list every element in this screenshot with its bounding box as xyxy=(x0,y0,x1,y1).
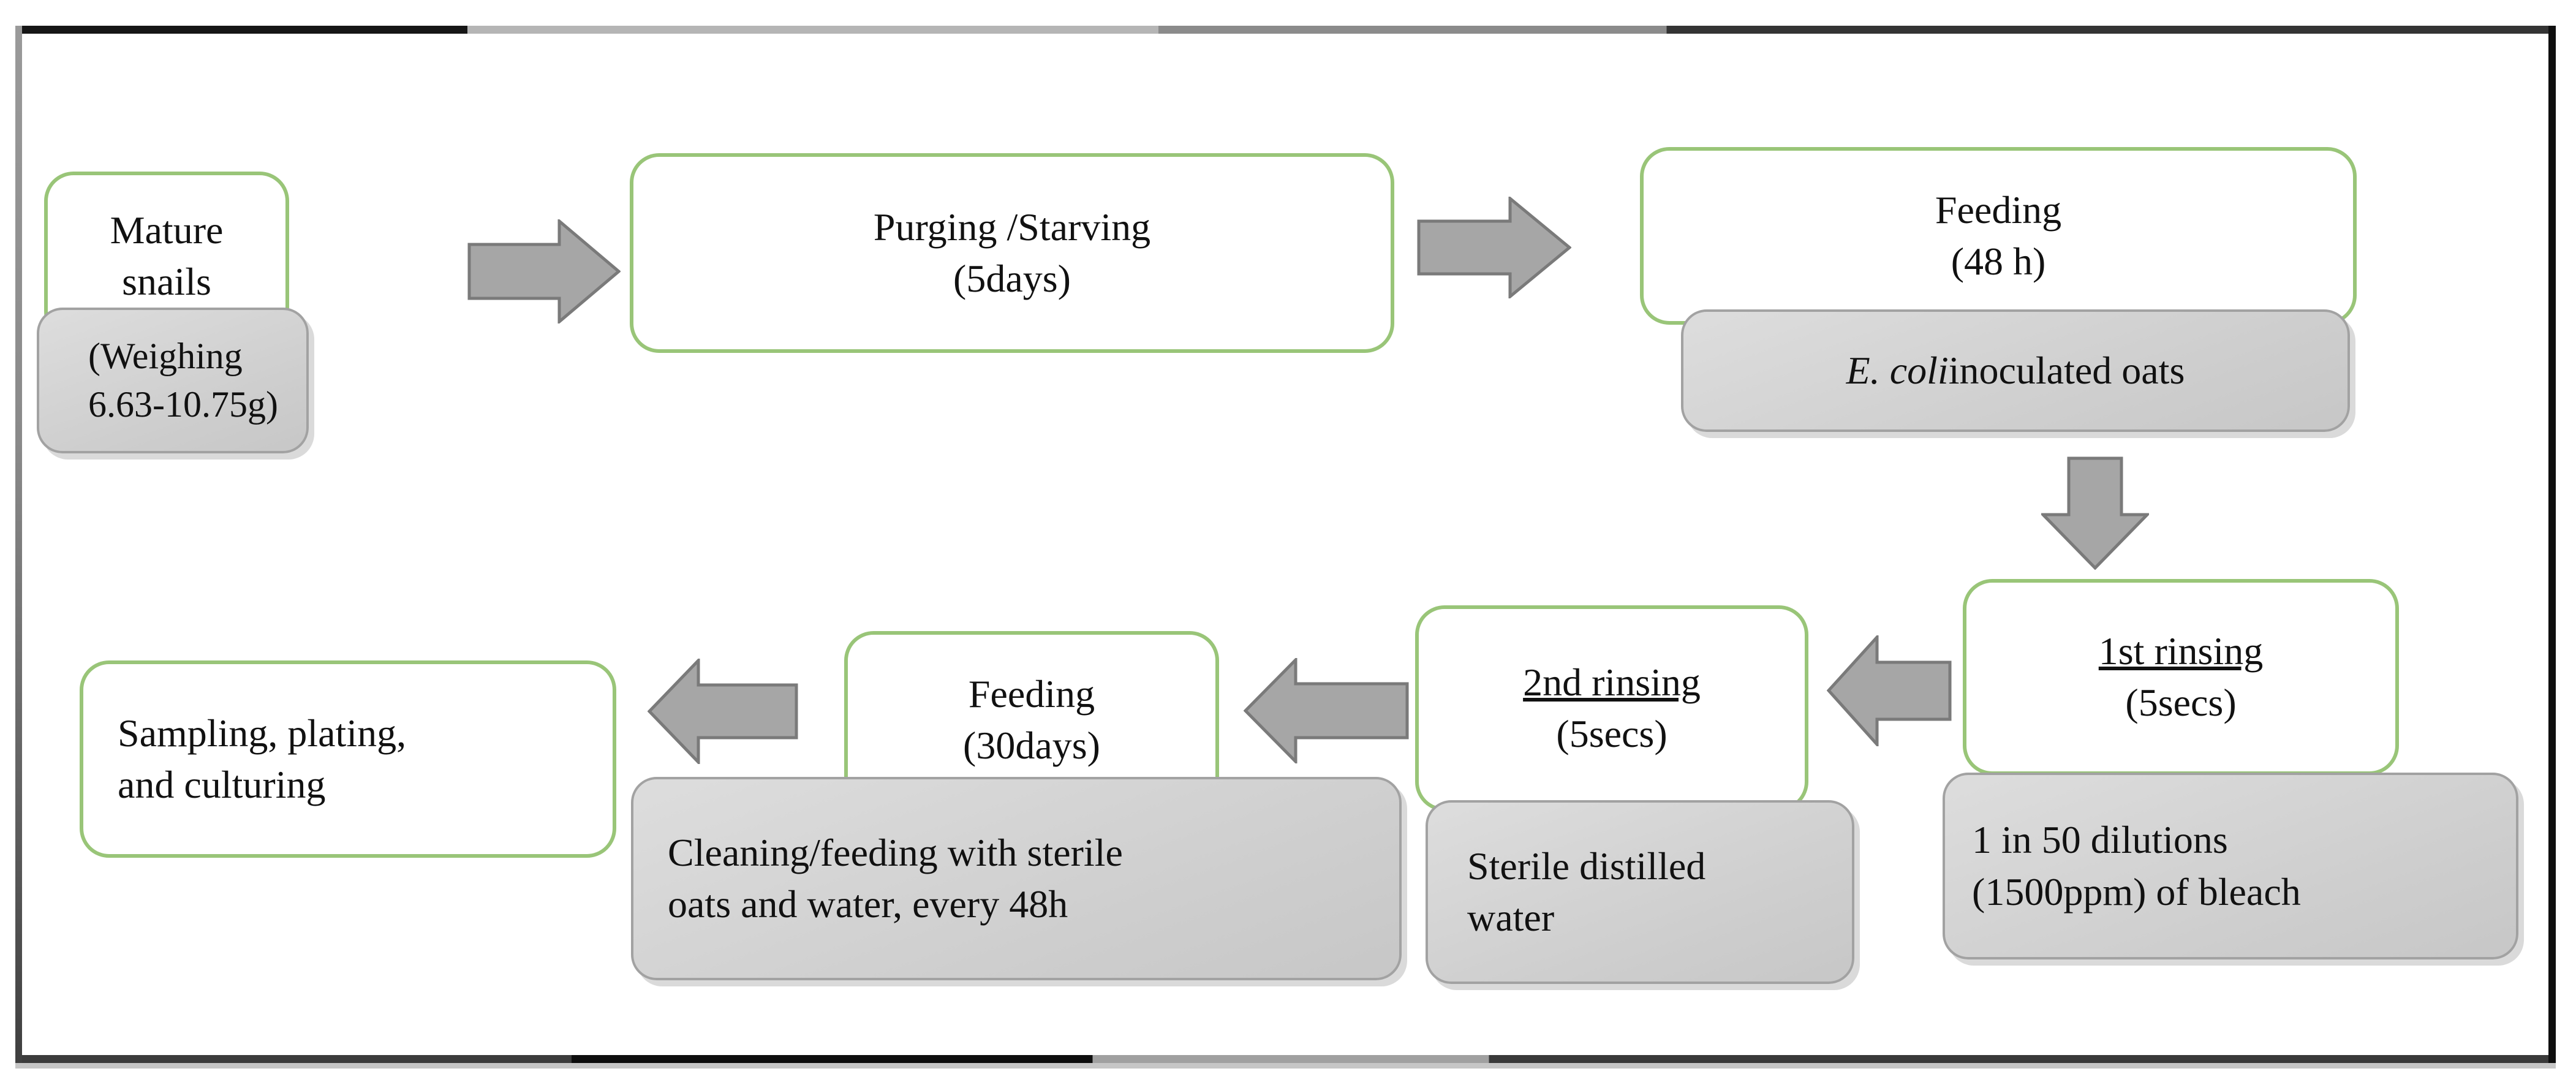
step-label-line: 1st rinsing xyxy=(2098,629,2264,673)
flow-arrow-left-feeding30-to-sampling xyxy=(648,659,798,764)
note-label-line: water xyxy=(1467,896,1555,939)
step-label-line: Purging /Starving xyxy=(873,205,1151,249)
note-label-line: Cleaning/feeding with sterile xyxy=(668,830,1123,874)
note-label-line: Sterile distilled xyxy=(1467,844,1706,888)
frame-border-bottom-shadow xyxy=(15,1063,2556,1069)
note-label-line: 1 in 50 dilutions xyxy=(1972,818,2228,862)
flow-arrow-left-rinsing2-to-feeding30 xyxy=(1244,658,1409,763)
step-sampling-plating-culturing: Sampling, plating, and culturing xyxy=(80,660,616,858)
note-label-italic: E. coli xyxy=(1846,348,1949,392)
step-label-line: Sampling, plating, xyxy=(118,711,407,755)
flow-arrow-down-feeding-to-rinsing1 xyxy=(2041,456,2149,570)
frame-border-right xyxy=(2548,26,2556,1063)
step-label-line: snails xyxy=(122,260,211,303)
step-label-line: Feeding xyxy=(1935,187,2062,232)
step-1st-rinsing: 1st rinsing (5secs) xyxy=(1963,579,2399,775)
note-cleaning-feeding-schedule: Cleaning/feeding with sterile oats and w… xyxy=(631,777,1402,980)
note-label-line: (1500ppm) of bleach xyxy=(1972,869,2301,914)
note-weighing-range: (Weighing 6.63-10.75g) xyxy=(37,308,309,453)
frame-border-bottom xyxy=(15,1055,2556,1063)
frame-border-top xyxy=(15,26,2556,34)
step-label-line: (5secs) xyxy=(2125,681,2237,724)
step-label-line: (5days) xyxy=(953,257,1071,300)
step-feeding-48h: Feeding (48 h) xyxy=(1640,147,2357,325)
flow-arrow-left-rinsing1-to-rinsing2 xyxy=(1827,635,1952,746)
note-bleach-dilution: 1 in 50 dilutions (1500ppm) of bleach xyxy=(1943,773,2518,959)
note-sterile-distilled-water: Sterile distilled water xyxy=(1426,800,1854,984)
flow-arrow-right-mature-to-purging xyxy=(467,219,621,323)
step-label-line: and culturing xyxy=(118,763,326,806)
step-label-line: 2nd rinsing xyxy=(1523,660,1701,704)
note-label-line: oats and water, every 48h xyxy=(668,882,1068,926)
flow-arrow-right-purging-to-feeding xyxy=(1417,197,1571,298)
note-label-line: inoculated oats xyxy=(1948,348,2185,392)
step-label-line: Mature xyxy=(110,208,224,252)
note-label-line: (Weighing xyxy=(88,335,243,376)
step-2nd-rinsing: 2nd rinsing (5secs) xyxy=(1415,605,1808,811)
step-label-line: (30days) xyxy=(963,724,1100,767)
step-label-line: Feeding xyxy=(968,672,1095,716)
frame-border-left xyxy=(15,26,22,1063)
step-purging-starving: Purging /Starving (5days) xyxy=(630,153,1394,353)
step-label-line: (48 h) xyxy=(1951,240,2046,283)
note-ecoli-inoculated-oats: E. coli inoculated oats xyxy=(1681,309,2350,432)
note-label-line: 6.63-10.75g) xyxy=(88,384,278,425)
step-label-line: (5secs) xyxy=(1556,712,1668,755)
